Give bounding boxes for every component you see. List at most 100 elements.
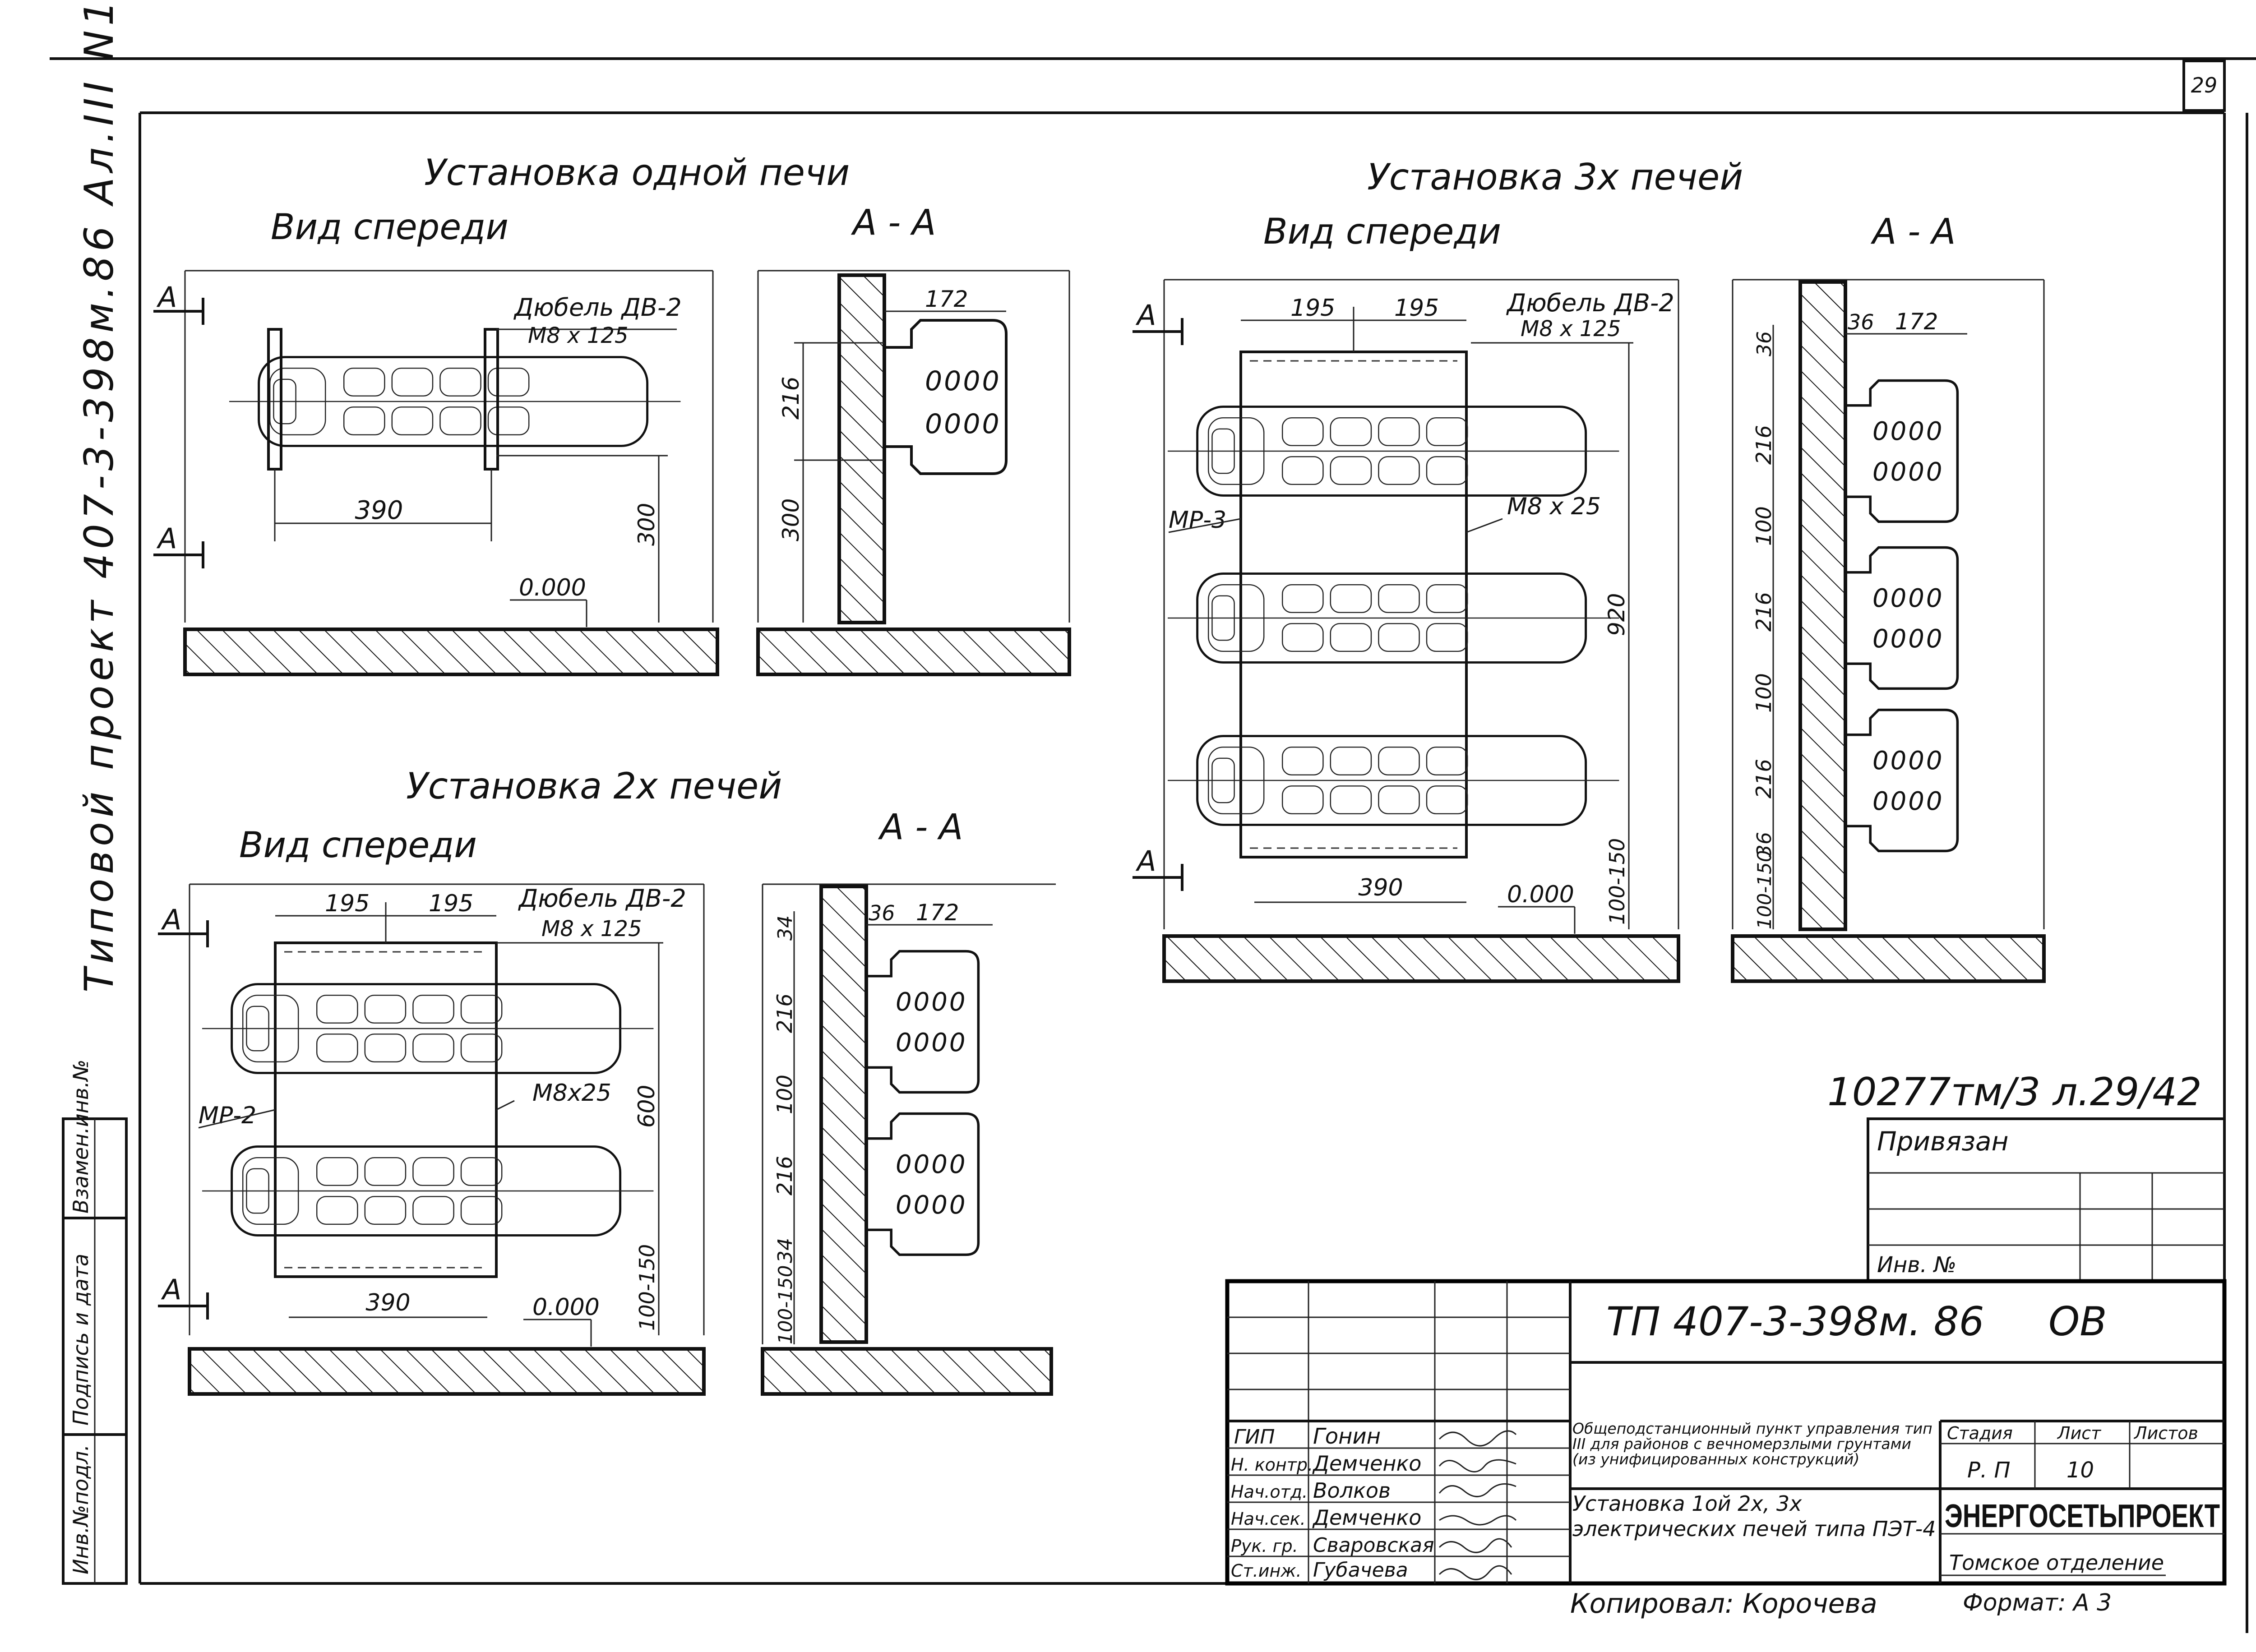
section-two-cut-top: А (161, 903, 181, 936)
section-three-sec-dim-8: 100-150 (1753, 850, 1775, 930)
sheet-value: 10 (2066, 1458, 2094, 1483)
section-three-dim-top-b: 195 (1394, 295, 1439, 322)
section-three-title: Установка 3х печей (1367, 156, 1743, 198)
section-two: Установка 2х печей Вид спереди А - А 195… (158, 765, 1056, 1396)
binding-title: Привязан (1877, 1126, 2009, 1157)
section-three-vents-2: 0000 (1872, 457, 1944, 487)
section-two-dim-top-b: 195 (429, 890, 473, 917)
copied-by: Копировал: Корочева (1570, 1588, 1877, 1620)
sig-name-3: Волков (1313, 1478, 1391, 1503)
sig-name-6: Губачева (1313, 1559, 1408, 1582)
sheet-number: 29 (2191, 73, 2218, 97)
section-three-bolt-side: М8 х 25 (1507, 493, 1601, 520)
section-three-sec-dim-7: 36 (1753, 832, 1776, 857)
org-branch: Томское отделение (1949, 1550, 2164, 1575)
section-two-front-label: Вид спереди (239, 825, 477, 866)
section-two-cut-bottom: А (161, 1273, 181, 1306)
section-three: Установка 3х печей Вид спереди А - А 195… (1133, 156, 2046, 983)
doc-suffix: ОВ (2048, 1298, 2107, 1345)
section-two-section-label: А - А (878, 807, 963, 848)
section-three-sec-dim-4: 216 (1752, 592, 1776, 632)
sig-name-2: Демченко (1312, 1451, 1421, 1476)
section-two-vents-3: 0000 (896, 1150, 967, 1179)
section-two-title: Установка 2х печей (406, 765, 782, 807)
section-one-bolt-label: М8 х 125 (528, 323, 629, 348)
sheet-title: Установка 1ой 2х, 3х электрических печей… (1572, 1491, 1936, 1541)
section-three-dim-bottom: 100-150 (1605, 838, 1629, 925)
section-three-vents-1: 0000 (1872, 417, 1944, 446)
org-name: ЭНЕРГОСЕТЬПРОЕКТ (1945, 1498, 2220, 1534)
sheet-header: Лист (2057, 1423, 2102, 1443)
section-two-sec-dim-4: 216 (772, 1156, 797, 1195)
section-three-sec-dim-3: 100 (1752, 506, 1776, 546)
section-two-vents-1: 0000 (896, 988, 967, 1017)
margin-label-replace: Взамен.инв.№ (69, 1060, 93, 1214)
sheets-header: Листов (2133, 1423, 2198, 1443)
stage-header: Стадия (1947, 1423, 2013, 1443)
section-three-cut-bottom: А (1135, 844, 1156, 877)
sig-role-2: Н. контр. (1231, 1455, 1313, 1475)
section-two-vents-2: 0000 (896, 1028, 967, 1057)
section-three-sec-dim-gap: 36 (1848, 310, 1874, 334)
section-one-sec-dim-depth: 172 (925, 286, 968, 312)
section-two-sec-dim-depth: 172 (916, 900, 959, 926)
section-three-vents-6: 0000 (1872, 787, 1944, 816)
section-three-sec-dim-6: 216 (1752, 759, 1776, 798)
section-three-vents-3: 0000 (1872, 584, 1944, 613)
section-one-sec-dim-bottom: 300 (778, 498, 804, 541)
binding-inv-label: Инв. № (1877, 1252, 1956, 1278)
section-two-dim-height: 600 (633, 1085, 660, 1128)
section-one-level: 0.000 (519, 574, 586, 601)
section-two-vents-4: 0000 (896, 1191, 967, 1220)
sig-role-1: ГИП (1234, 1426, 1275, 1449)
section-two-sec-dim-1: 34 (774, 915, 797, 941)
section-one-cut-top: А (156, 281, 177, 314)
section-one-vents-top: 0000 (925, 365, 1001, 397)
binding-block: Привязан Инв. № (1867, 1117, 2226, 1283)
section-three-frame-mark: МР-3 (1169, 507, 1226, 534)
section-three-vents-5: 0000 (1872, 746, 1944, 775)
sig-role-3: Нач.отд. (1231, 1482, 1308, 1502)
sig-role-5: Рук. гр. (1231, 1536, 1298, 1556)
sig-name-5: Сваровская (1313, 1534, 1434, 1557)
section-two-dim-top-a: 195 (325, 890, 370, 917)
section-one-front-label: Вид спереди (271, 207, 509, 248)
section-three-dowel-label: Дюбель ДВ-2 (1506, 289, 1674, 317)
section-one-dim-height: 300 (633, 503, 660, 546)
margin-label-inv: Инв.№подл. (69, 1444, 93, 1574)
section-one-section-label: А - А (851, 203, 936, 243)
section-three-cut-top: А (1135, 299, 1156, 332)
section-three-dim-top-a: 195 (1290, 295, 1335, 322)
section-three-section-label: А - А (1870, 212, 1956, 252)
section-three-dim-height: 920 (1604, 593, 1630, 636)
margin-label-sign: Подпись и дата (69, 1254, 93, 1426)
project-title: Общеподстанционный пункт управления тип … (1572, 1421, 1932, 1468)
section-three-vents-4: 0000 (1872, 624, 1944, 654)
section-one-vents-bottom: 0000 (925, 408, 1001, 440)
section-two-bolt-top: М8 х 125 (541, 916, 642, 941)
sig-name-4: Демченко (1312, 1505, 1421, 1530)
sig-role-6: Ст.инж. (1231, 1561, 1302, 1581)
section-one-dim-width: 390 (355, 496, 403, 525)
side-strip-text: Типовой проект 407-3-398м.86 Ал.III N102… (76, 0, 122, 992)
section-two-dim-bottom: 100-150 (635, 1244, 659, 1331)
section-one: Установка одной печи Вид спереди А - А 3… (153, 152, 1071, 676)
section-one-title: Установка одной печи (424, 152, 850, 194)
section-two-dowel-label: Дюбель ДВ-2 (518, 884, 686, 913)
handwritten-note: 10277тм/3 л.29/42 (1827, 1070, 2202, 1115)
title-block: ГИП Гонин Н. контр. Демченко Нач.отд. Во… (1225, 1279, 2227, 1586)
section-two-sec-dim-3: 100 (772, 1075, 797, 1114)
section-two-dim-width: 390 (365, 1289, 410, 1316)
section-one-cut-bottom: А (156, 522, 177, 555)
sig-role-4: Нач.сек. (1231, 1509, 1306, 1529)
section-one-dowel-label: Дюбель ДВ-2 (513, 293, 682, 322)
section-three-dim-width: 390 (1358, 874, 1403, 901)
section-three-front-label: Вид спереди (1263, 212, 1501, 252)
section-three-sec-dim-5: 100 (1752, 673, 1776, 713)
section-one-sec-dim-unit: 216 (778, 377, 804, 420)
section-two-sec-dim-2: 216 (772, 993, 797, 1033)
section-two-sec-dim-5: 34 (774, 1238, 797, 1263)
section-two-frame-mark: МР-2 (199, 1102, 256, 1129)
section-three-bolt-top: М8 х 125 (1521, 316, 1621, 341)
